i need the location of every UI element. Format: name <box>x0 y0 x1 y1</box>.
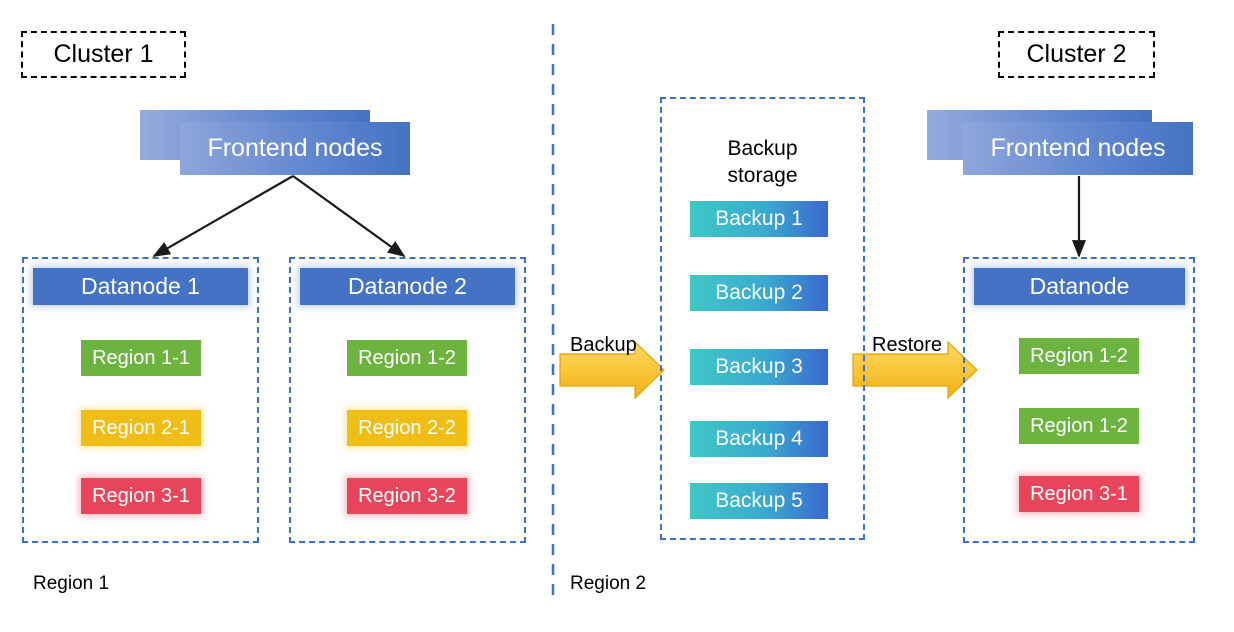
region-chip-3-2[interactable]: Region 1-2 <box>1019 408 1139 444</box>
backup-chip-4[interactable]: Backup 4 <box>690 421 828 457</box>
region-chip-1-3[interactable]: Region 3-1 <box>81 478 201 514</box>
region-chip-3-3[interactable]: Region 3-1 <box>1019 476 1139 512</box>
datanode-2-title: Datanode 2 <box>348 273 467 299</box>
region-chip-3-3-label: Region 3-1 <box>1030 482 1128 505</box>
backup-arrow-label: Backup <box>570 334 637 357</box>
region-chip-2-3-label: Region 3-2 <box>358 484 456 507</box>
cluster-1-label: Cluster 1 <box>53 40 154 68</box>
region-2-label-text: Region 2 <box>570 573 647 594</box>
frontend-nodes-2[interactable]: Frontend nodes <box>963 122 1193 175</box>
region-chip-2-3[interactable]: Region 3-2 <box>347 478 467 514</box>
backup-storage-title-text: Backup storage <box>727 137 798 187</box>
cluster-1-title-box: Cluster 1 <box>21 31 186 78</box>
backup-chip-5[interactable]: Backup 5 <box>690 483 828 519</box>
datanode-2-header[interactable]: Datanode 2 <box>300 268 515 305</box>
datanode-1-header[interactable]: Datanode 1 <box>33 268 248 305</box>
frontend-nodes-2-label: Frontend nodes <box>990 134 1166 162</box>
backup-chip-5-label: Backup 5 <box>715 489 803 512</box>
region-chip-2-2[interactable]: Region 2-2 <box>347 410 467 446</box>
region-1-label: Region 1 <box>33 573 109 595</box>
region-chip-3-1[interactable]: Region 1-2 <box>1019 338 1139 374</box>
region-chip-2-2-label: Region 2-2 <box>358 416 456 439</box>
region-chip-3-1-label: Region 1-2 <box>1030 344 1128 367</box>
restore-arrow-label: Restore <box>872 334 942 357</box>
datanode-1-title: Datanode 1 <box>81 273 200 299</box>
region-chip-3-2-label: Region 1-2 <box>1030 414 1128 437</box>
datanode-1-container <box>22 257 259 543</box>
cluster-2-label: Cluster 2 <box>1026 40 1127 68</box>
region-2-label: Region 2 <box>570 573 646 595</box>
region-chip-2-1[interactable]: Region 1-2 <box>347 340 467 376</box>
backup-chip-3-label: Backup 3 <box>715 355 803 378</box>
region-chip-2-1-label: Region 1-2 <box>358 346 456 369</box>
backup-chip-1[interactable]: Backup 1 <box>690 201 828 237</box>
datanode-3-container <box>963 257 1195 543</box>
region-chip-1-3-label: Region 3-1 <box>92 484 190 507</box>
backup-arrow-label-text: Backup <box>570 334 637 356</box>
backup-storage-title: Backup storage <box>660 110 865 189</box>
connector-frontend-to-datanode2 <box>292 175 406 258</box>
connector-frontend-to-datanode1 <box>152 175 294 257</box>
frontend-nodes-1[interactable]: Frontend nodes <box>180 122 410 175</box>
region-chip-1-1[interactable]: Region 1-1 <box>81 340 201 376</box>
datanode-2-container <box>289 257 526 543</box>
backup-chip-4-label: Backup 4 <box>715 427 803 450</box>
cluster-2-title-box: Cluster 2 <box>998 31 1155 78</box>
backup-chip-2[interactable]: Backup 2 <box>690 275 828 311</box>
backup-chip-1-label: Backup 1 <box>715 207 803 230</box>
backup-chip-2-label: Backup 2 <box>715 281 803 304</box>
backup-chip-3[interactable]: Backup 3 <box>690 349 828 385</box>
backup-storage-container <box>660 97 865 540</box>
frontend-nodes-1-label: Frontend nodes <box>207 134 383 162</box>
region-chip-1-2[interactable]: Region 2-1 <box>81 410 201 446</box>
datanode-3-title: Datanode <box>1029 273 1130 299</box>
restore-arrow-label-text: Restore <box>872 334 943 356</box>
region-chip-1-1-label: Region 1-1 <box>92 346 190 369</box>
region-1-label-text: Region 1 <box>33 573 110 594</box>
region-chip-1-2-label: Region 2-1 <box>92 416 190 439</box>
datanode-3-header[interactable]: Datanode <box>974 268 1185 305</box>
